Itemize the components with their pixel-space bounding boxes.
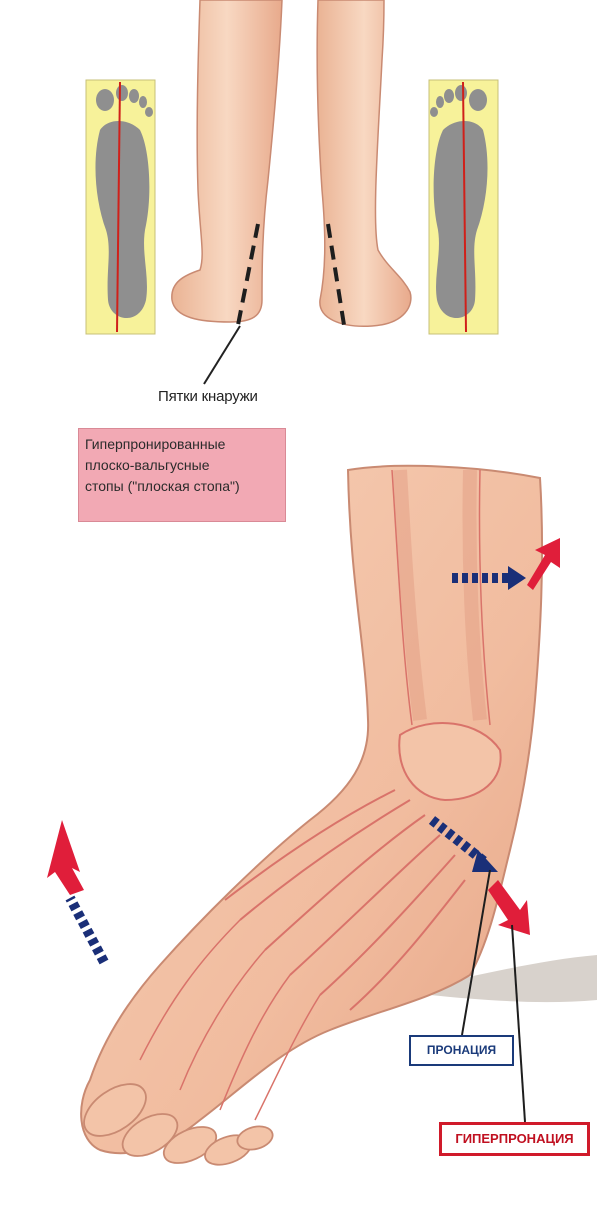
left-footprint-panel — [86, 80, 155, 334]
heel-pointer-line — [204, 326, 240, 384]
flatfoot-label-line-3: стопы ("плоская стопа") — [85, 476, 279, 497]
right-leg — [317, 0, 411, 326]
flatfoot-label-box: Гиперпронированные плоско-вальгусные сто… — [78, 428, 286, 522]
foot-skeleton-view — [75, 466, 597, 1171]
legs-rear-view — [172, 0, 411, 384]
toe-arrows — [47, 820, 104, 962]
right-footprint-panel — [429, 80, 498, 334]
flatfoot-label-line-1: Гиперпронированные — [85, 434, 279, 455]
heels-outward-caption: Пятки кнаружи — [158, 388, 258, 405]
pronation-tag: ПРОНАЦИЯ — [409, 1035, 514, 1066]
left-leg — [172, 0, 282, 322]
flatfoot-label-line-2: плоско-вальгусные — [85, 455, 279, 476]
hyperpronation-pointer — [512, 925, 525, 1122]
red-arrow-up-left — [47, 820, 84, 895]
hyperpronation-tag: ГИПЕРПРОНАЦИЯ — [439, 1122, 590, 1156]
